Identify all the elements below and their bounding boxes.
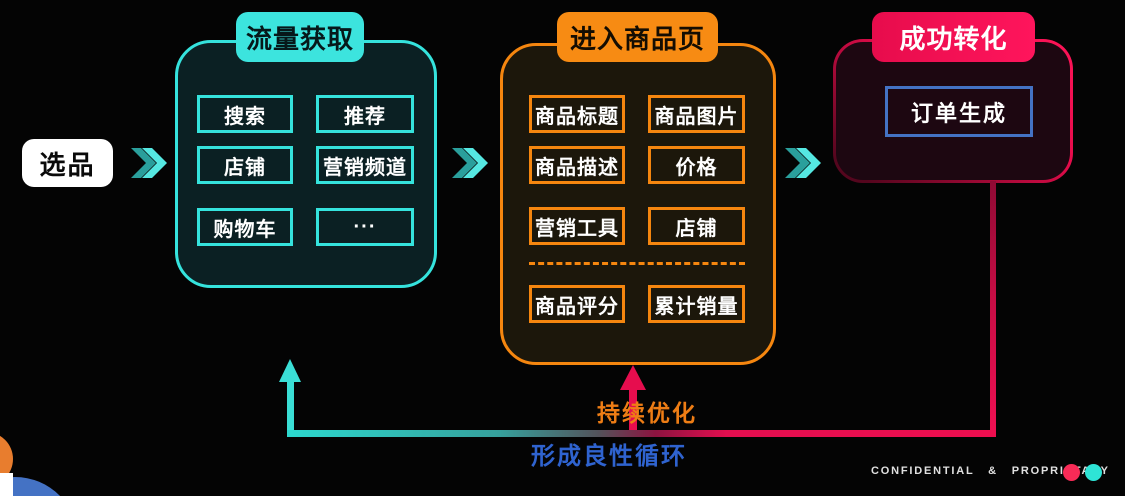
product-item-description: 商品描述 bbox=[529, 146, 625, 184]
double-chevron-right-icon bbox=[452, 148, 488, 178]
stage-box-conversion bbox=[833, 39, 1073, 183]
double-chevron-right-icon bbox=[131, 148, 167, 178]
virtuous-cycle-label: 形成良性循环 bbox=[531, 443, 687, 470]
loop-line-horizontal-gradient bbox=[287, 430, 996, 437]
stage-title-traffic-label: 流量获取 bbox=[245, 23, 354, 54]
traffic-item-marketing-channel: 营销频道 bbox=[316, 146, 414, 184]
product-divider-dashed-line bbox=[529, 262, 745, 265]
stage-title-conversion-label: 成功转化 bbox=[899, 23, 1008, 54]
start-node: 选品 bbox=[22, 139, 113, 187]
stage-title-conversion: 成功转化 bbox=[872, 12, 1035, 62]
continuous-optimization-label: 持续优化 bbox=[597, 400, 697, 426]
traffic-item-cart: 购物车 bbox=[197, 208, 293, 246]
stage-title-product-page-label: 进入商品页 bbox=[569, 23, 705, 54]
product-item-rating: 商品评分 bbox=[529, 285, 625, 323]
product-item-price: 价格 bbox=[648, 146, 745, 184]
product-item-marketing-tools: 营销工具 bbox=[529, 207, 625, 245]
loop-arrow-left-stem bbox=[287, 381, 294, 430]
product-item-title: 商品标题 bbox=[529, 95, 625, 133]
start-node-label: 选品 bbox=[39, 149, 96, 180]
product-item-shop: 店铺 bbox=[648, 207, 745, 245]
traffic-item-recommend: 推荐 bbox=[316, 95, 414, 133]
footer-dot-cyan bbox=[1085, 464, 1102, 481]
traffic-item-more: ··· bbox=[316, 208, 414, 246]
loop-arrow-up-pink-icon bbox=[620, 365, 646, 390]
product-item-image: 商品图片 bbox=[648, 95, 745, 133]
conversion-item-order-created: 订单生成 bbox=[885, 86, 1033, 137]
traffic-item-search: 搜索 bbox=[197, 95, 293, 133]
double-chevron-right-icon bbox=[785, 148, 821, 178]
loop-line-right-vertical bbox=[990, 181, 996, 437]
product-item-sales: 累计销量 bbox=[648, 285, 745, 323]
confidential-label: CONFIDENTIAL & PROPRIETARY bbox=[871, 465, 1110, 477]
loop-arrow-up-cyan-icon bbox=[279, 359, 301, 382]
corner-decoration-white-square bbox=[0, 473, 13, 496]
traffic-item-shop: 店铺 bbox=[197, 146, 293, 184]
stage-title-traffic: 流量获取 bbox=[236, 12, 364, 62]
loop-arrow-mid-stem bbox=[629, 389, 637, 430]
stage-title-product-page: 进入商品页 bbox=[557, 12, 718, 62]
footer-dot-pink bbox=[1063, 464, 1080, 481]
